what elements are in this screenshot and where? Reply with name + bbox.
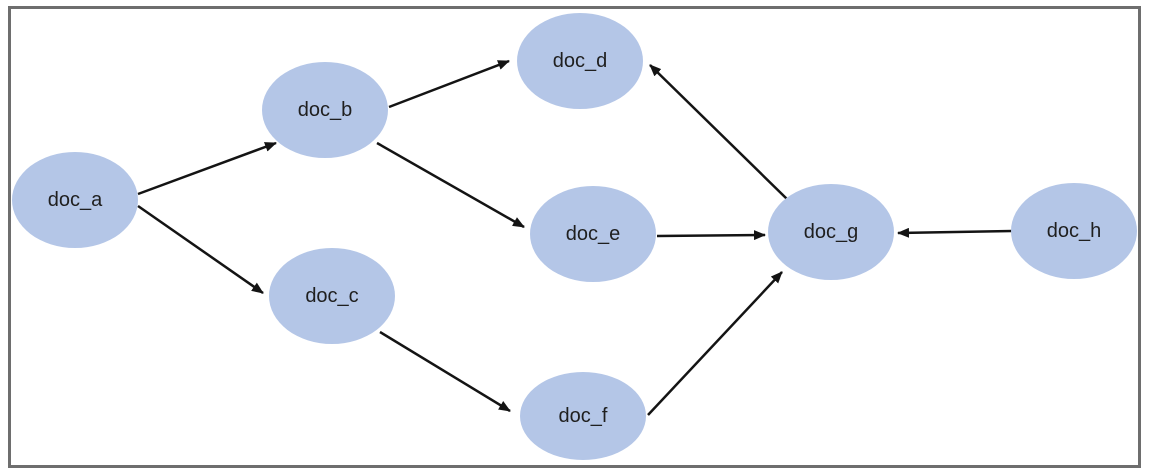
node-label-doc_h: doc_h <box>1047 220 1102 242</box>
edge-doc_f-to-doc_g <box>647 271 783 416</box>
node-doc_a <box>12 152 138 248</box>
node-label-doc_f: doc_f <box>559 405 608 427</box>
node-label-doc_g: doc_g <box>804 221 859 243</box>
node-label-doc_c: doc_c <box>305 285 358 307</box>
edge-doc_b-to-doc_d <box>388 59 510 109</box>
edge-doc_a-to-doc_c <box>137 204 264 295</box>
node-doc_b <box>262 62 388 158</box>
node-label-doc_a: doc_a <box>48 189 103 211</box>
node-label-doc_d: doc_d <box>553 50 608 72</box>
edge-doc_a-to-doc_b <box>137 141 277 196</box>
node-label-doc_e: doc_e <box>566 223 621 245</box>
node-doc_g <box>768 184 894 280</box>
edge-doc_b-to-doc_e <box>376 141 525 229</box>
node-doc_f <box>520 372 646 460</box>
node-label-doc_b: doc_b <box>298 99 353 121</box>
edge-doc_g-to-doc_d <box>649 64 789 201</box>
edge-doc_h-to-doc_g <box>897 227 1013 238</box>
node-doc_c <box>269 248 395 344</box>
node-doc_h <box>1011 183 1137 279</box>
edge-doc_c-to-doc_f <box>379 330 511 413</box>
diagram-frame <box>8 6 1141 468</box>
edge-doc_e-to-doc_g <box>656 230 766 241</box>
node-doc_e <box>530 186 656 282</box>
node-doc_d <box>517 13 643 109</box>
